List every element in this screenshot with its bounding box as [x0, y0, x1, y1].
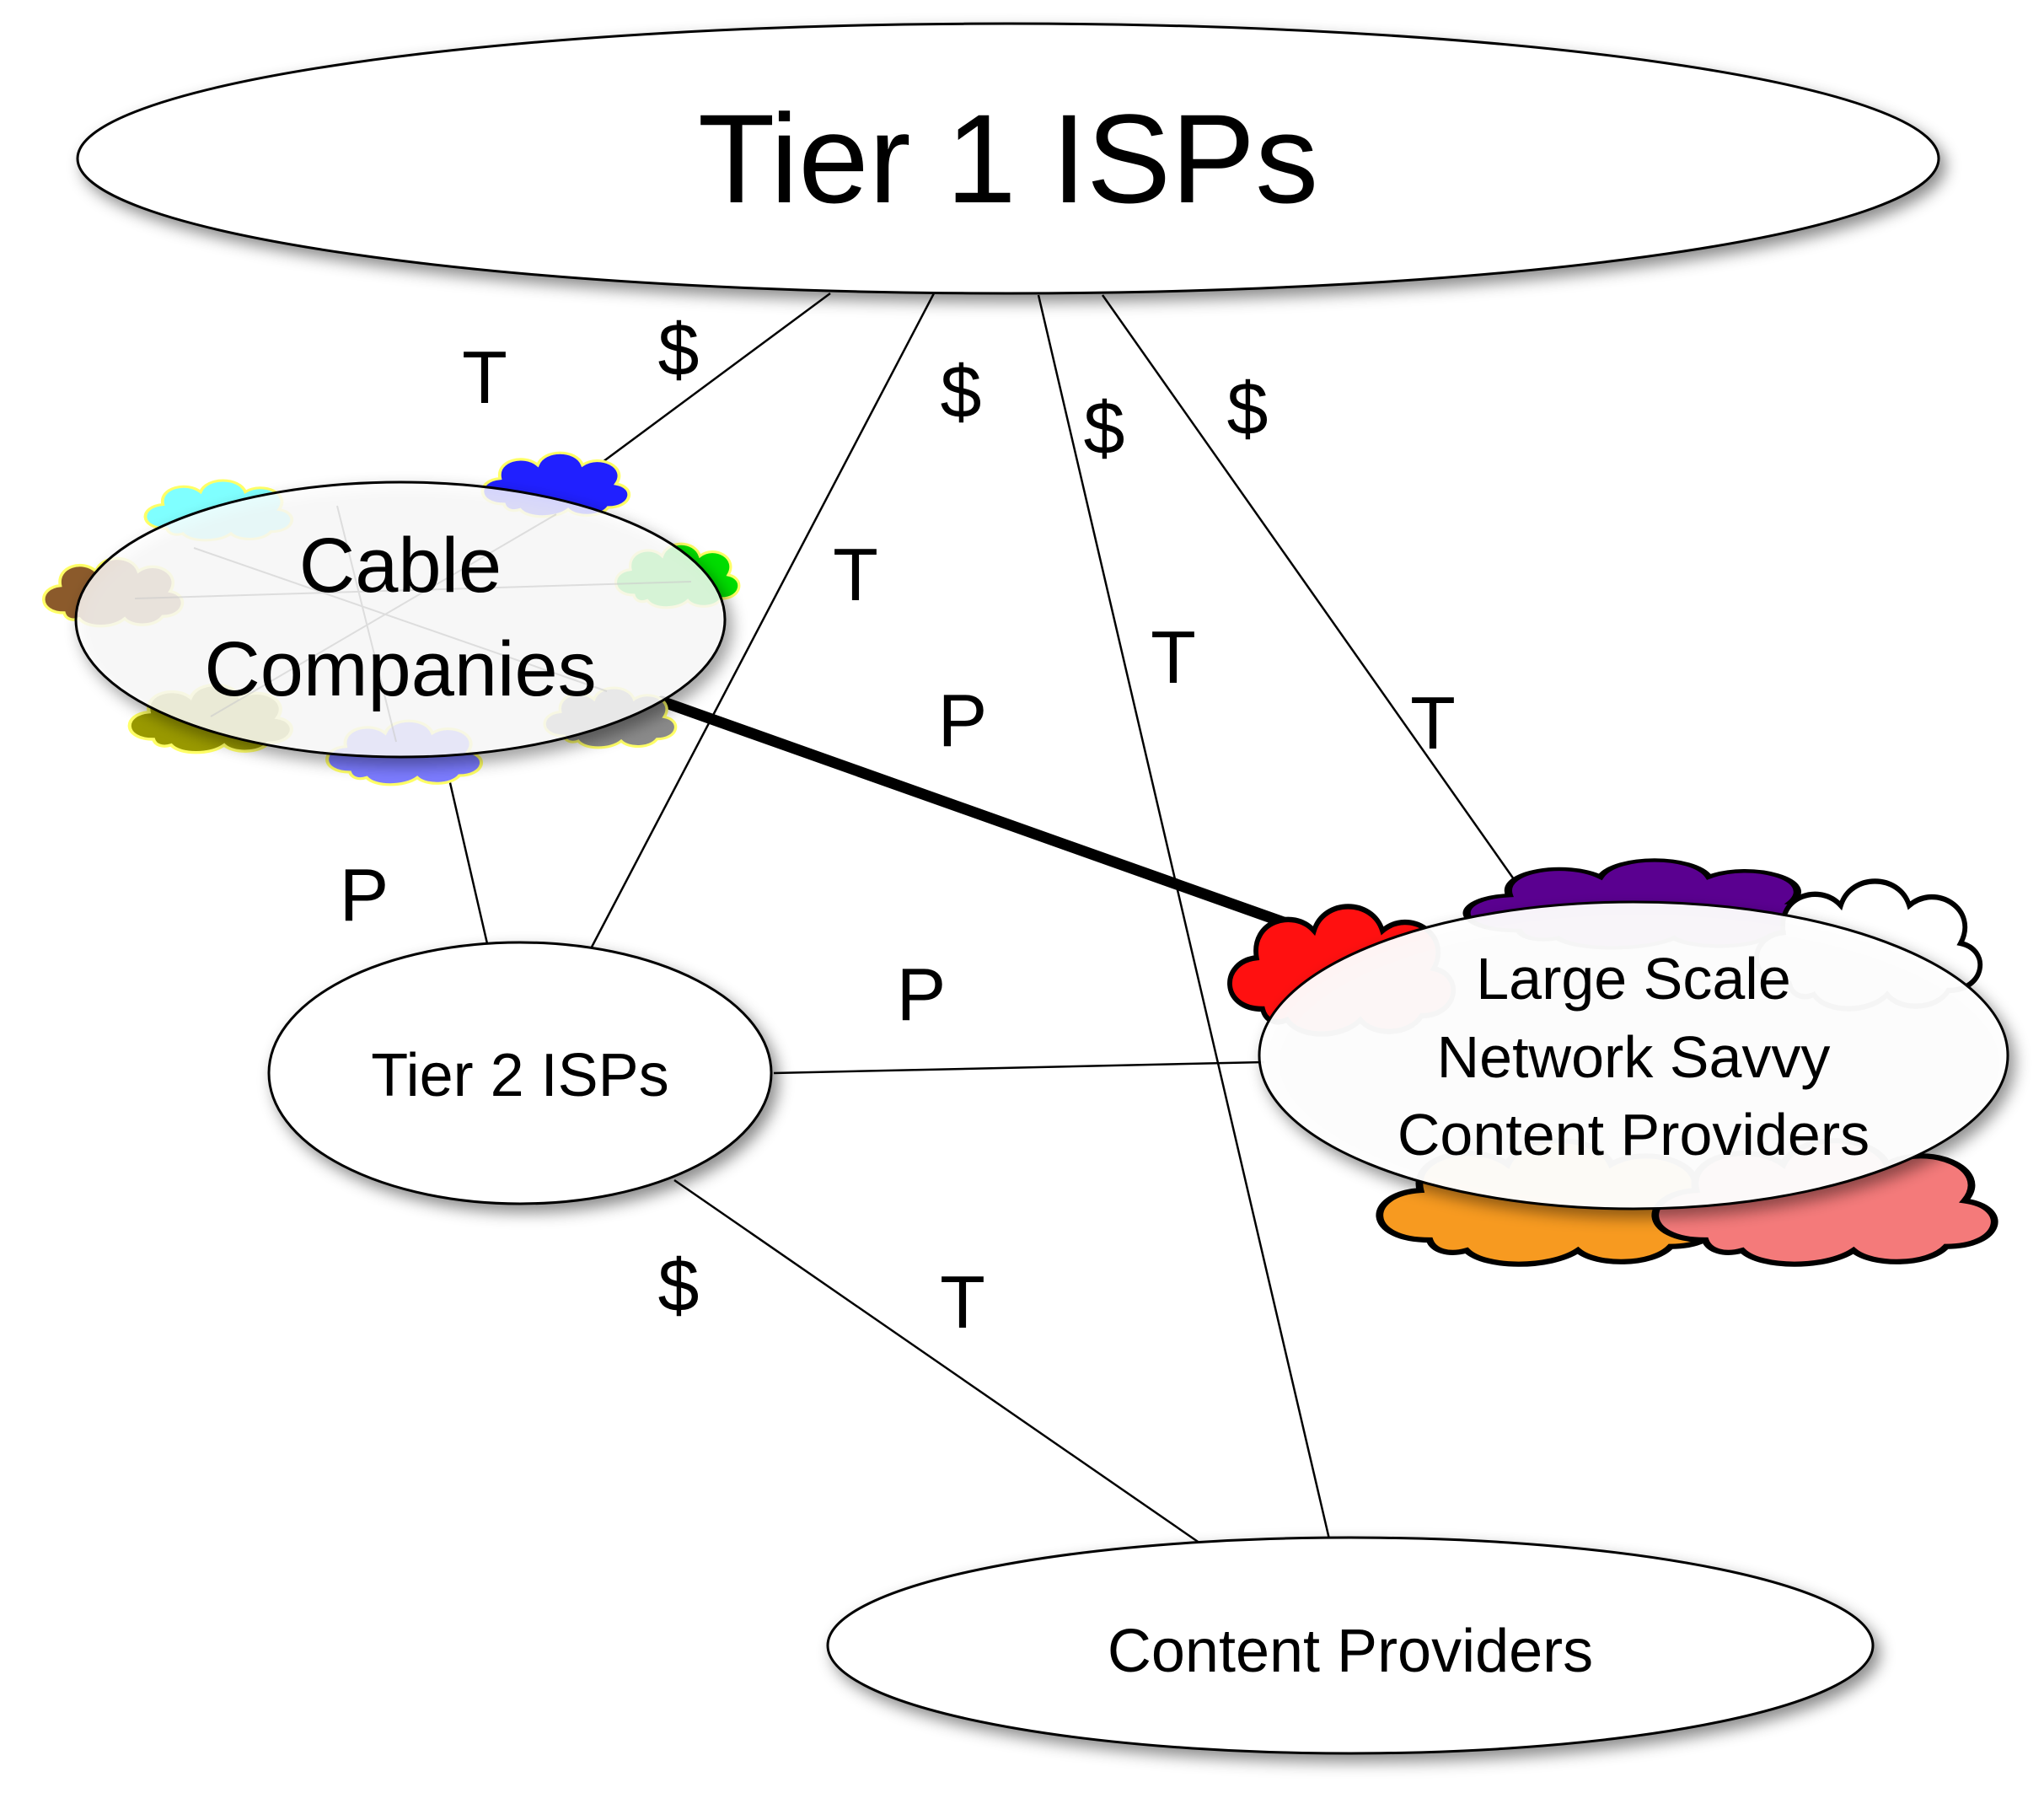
large-label-line1: Large Scale [1476, 946, 1791, 1012]
edge-label-content-tier2-payment: $ [658, 1243, 700, 1327]
cable-internal-mesh [134, 505, 692, 743]
node-large-content-providers: Large Scale Network Savvy Content Provid… [1230, 860, 2009, 1264]
large-label-line3: Content Providers [1398, 1102, 1870, 1168]
line-cable-to-tier2 [447, 775, 491, 952]
line-large-to-tier1 [1101, 294, 1526, 894]
line-content-to-tier1 [1037, 294, 1332, 1543]
edge-labels: T $ $ T $ T $ T P P P $ T [340, 308, 1456, 1344]
line-cable-to-tier1 [560, 292, 831, 495]
content-ellipse [826, 1536, 1875, 1755]
edge-label-tier2-tier1-payment: $ [941, 350, 982, 433]
line-tier2-to-content [673, 1178, 1206, 1549]
tier1-ellipse [76, 22, 1940, 295]
edge-label-large-tier1-transit: T [1410, 681, 1456, 765]
edge-label-cable-tier1-transit: T [462, 335, 507, 419]
tier1-label: Tier 1 ISPs [698, 88, 1318, 229]
line-tier2-to-large [773, 1060, 1265, 1075]
edge-label-cable-tier1-payment: $ [658, 308, 700, 391]
edge-label-cable-large-peering: P [938, 679, 988, 762]
edge-label-large-tier1-payment: $ [1227, 367, 1269, 450]
content-label: Content Providers [1108, 1618, 1593, 1685]
edge-label-tier2-tier1-transit: T [833, 533, 878, 616]
tier2-label: Tier 2 ISPs [371, 1042, 668, 1109]
node-content-providers: Content Providers [826, 1536, 1875, 1755]
node-tier2-isps: Tier 2 ISPs [267, 941, 773, 1205]
tier2-ellipse [267, 941, 773, 1205]
cable-label-line1: Cable [299, 523, 502, 609]
edge-label-content-tier1-transit: T [1151, 615, 1196, 699]
node-tier1-isps: Tier 1 ISPs [76, 22, 1940, 295]
line-tier2-to-tier1 [586, 293, 936, 956]
node-cable-companies: Cable Companies [41, 451, 741, 786]
edge-label-cable-tier2-peering: P [340, 853, 389, 937]
connection-lines [447, 292, 1526, 1549]
edge-label-content-tier2-transit: T [940, 1260, 985, 1344]
cable-label-line2: Companies [204, 626, 596, 712]
large-ellipse [1258, 900, 2009, 1210]
edge-label-content-tier1-payment: $ [1084, 386, 1125, 470]
line-cable-to-large-peering [656, 695, 1363, 954]
large-label-line2: Network Savvy [1437, 1024, 1831, 1090]
edge-label-tier2-large-peering: P [897, 953, 947, 1036]
